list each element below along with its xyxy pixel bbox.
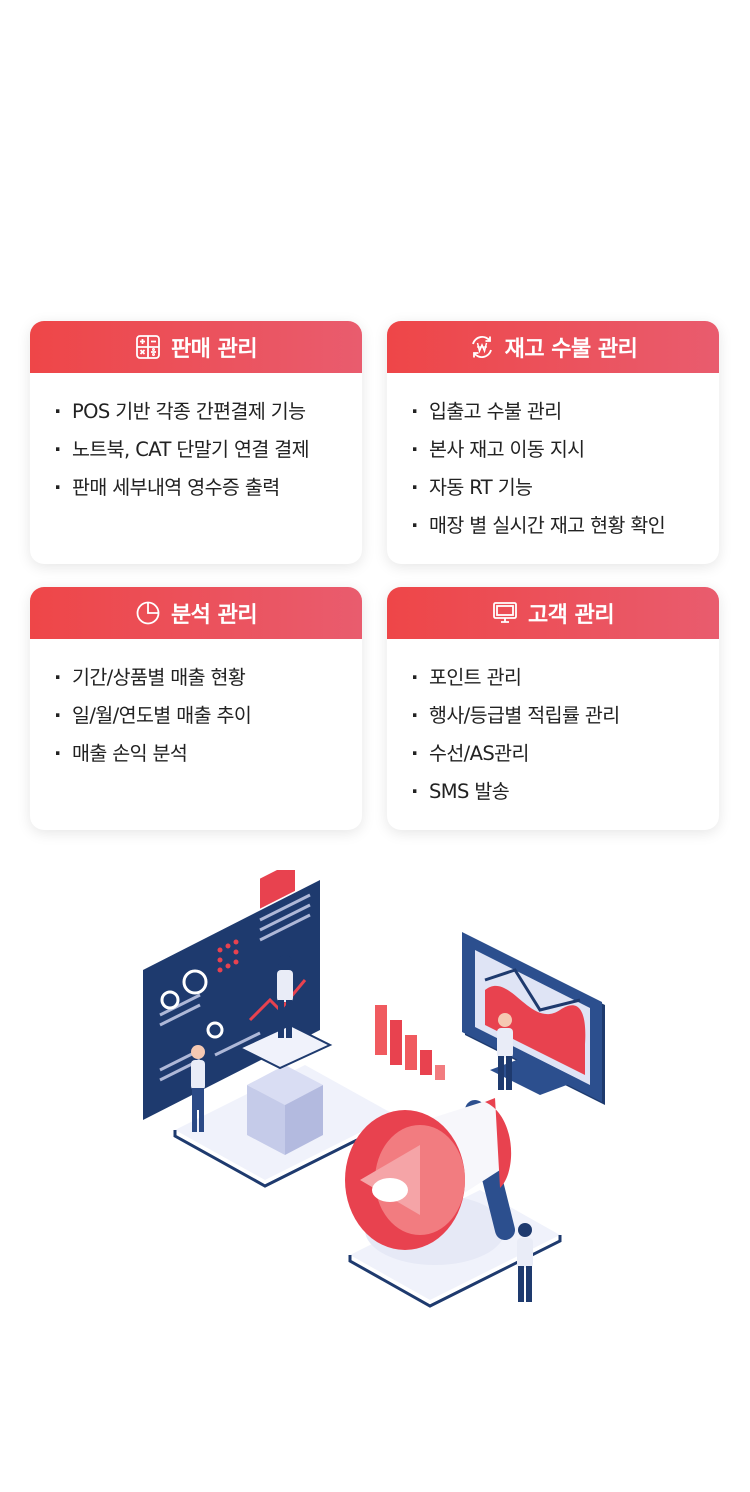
won-exchange-icon (469, 334, 495, 360)
list-item: 판매 세부내역 영수증 출력 (54, 469, 362, 507)
card-header: 재고 수불 관리 (387, 321, 719, 373)
bar-chart-decoration (375, 1005, 445, 1080)
monitor-screen (462, 932, 605, 1105)
card-title: 재고 수불 관리 (504, 337, 638, 362)
list-item: 일/월/연도별 매출 추이 (54, 697, 362, 735)
list-item: 매장 별 실시간 재고 현황 확인 (411, 507, 719, 545)
list-item: POS 기반 각종 간편결제 기능 (54, 393, 362, 431)
feature-list: 입출고 수불 관리 본사 재고 이동 지시 자동 RT 기능 매장 별 실시간 … (387, 373, 719, 545)
calculator-icon (135, 334, 161, 360)
person-figure (237, 955, 333, 1070)
pos-system-illustration (143, 870, 605, 1308)
person-figure (497, 1013, 513, 1090)
list-item: 노트북, CAT 단말기 연결 결제 (54, 431, 362, 469)
dashboard-screen (143, 870, 320, 1120)
card-header: 고객 관리 (387, 587, 719, 639)
list-item: 본사 재고 이동 지시 (411, 431, 719, 469)
card-title: 분석 관리 (170, 603, 258, 628)
monitor-icon (492, 600, 518, 626)
list-item: 자동 RT 기능 (411, 469, 719, 507)
list-item: SMS 발송 (411, 773, 719, 811)
sales-management-card: 판매 관리 POS 기반 각종 간편결제 기능 노트북, CAT 단말기 연결 … (30, 321, 362, 564)
list-item: 수선/AS관리 (411, 735, 719, 773)
pie-chart-icon (135, 600, 161, 626)
analysis-management-card: 분석 관리 기간/상품별 매출 현황 일/월/연도별 매출 추이 매출 손익 분… (30, 587, 362, 830)
card-title: 판매 관리 (170, 337, 258, 362)
list-item: 포인트 관리 (411, 659, 719, 697)
feature-list: 포인트 관리 행사/등급별 적립률 관리 수선/AS관리 SMS 발송 (387, 639, 719, 811)
person-figure (517, 1223, 533, 1302)
megaphone-icon (345, 1098, 515, 1265)
list-item: 매출 손익 분석 (54, 735, 362, 773)
feature-list: 기간/상품별 매출 현황 일/월/연도별 매출 추이 매출 손익 분석 (30, 639, 362, 773)
card-header: 분석 관리 (30, 587, 362, 639)
stock-management-card: 재고 수불 관리 입출고 수불 관리 본사 재고 이동 지시 자동 RT 기능 … (387, 321, 719, 564)
list-item: 행사/등급별 적립률 관리 (411, 697, 719, 735)
list-item: 입출고 수불 관리 (411, 393, 719, 431)
list-item: 기간/상품별 매출 현황 (54, 659, 362, 697)
customer-management-card: 고객 관리 포인트 관리 행사/등급별 적립률 관리 수선/AS관리 SMS 발… (387, 587, 719, 830)
cube-shape (247, 1065, 323, 1155)
person-figure (191, 1045, 205, 1132)
feature-list: POS 기반 각종 간편결제 기능 노트북, CAT 단말기 연결 결제 판매 … (30, 373, 362, 507)
card-title: 고객 관리 (527, 603, 615, 628)
card-header: 판매 관리 (30, 321, 362, 373)
